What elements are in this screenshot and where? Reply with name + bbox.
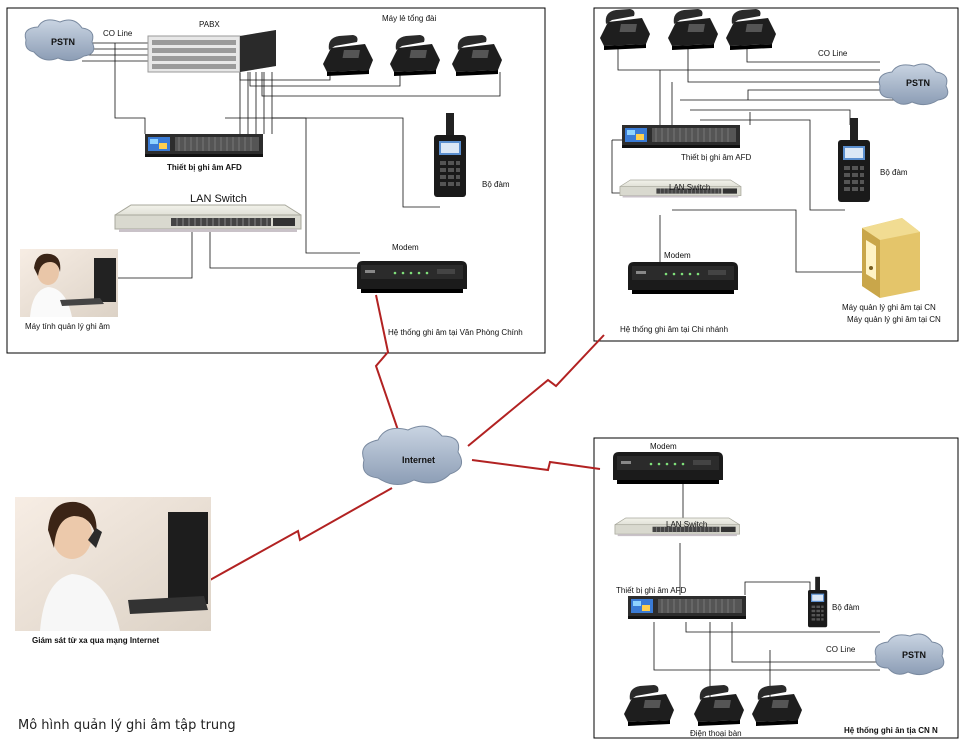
management-pc-label: Máy tính quản lý ghi âm bbox=[25, 322, 110, 331]
branch-n-lan-switch-label: LAN Switch bbox=[666, 520, 707, 529]
pabx-device: PABX bbox=[147, 20, 276, 73]
main-pstn-cloud: PSTN bbox=[24, 19, 95, 62]
main-recorder-label: Thiết bị ghi âm AFD bbox=[167, 163, 242, 172]
remote-monitoring-label: Giám sát từ xa qua mạng Internet bbox=[32, 636, 159, 645]
extension-phone-2 bbox=[390, 35, 440, 76]
branch-phone-3 bbox=[726, 9, 776, 50]
branch-n-phone-2 bbox=[694, 685, 744, 726]
branch-wiring bbox=[611, 48, 900, 273]
main-modem-label: Modem bbox=[392, 243, 419, 252]
diagram-caption: Mô hình quản lý ghi âm tập trung bbox=[18, 718, 236, 733]
branch-co-line-label: CO Line bbox=[818, 49, 848, 58]
main-lan-switch bbox=[114, 204, 302, 233]
branch-radio-device bbox=[838, 118, 870, 202]
main-office-frame bbox=[6, 7, 546, 354]
branch-n-group: Modem LAN Switch Thiết bị ghi âm AFD Bộ … bbox=[593, 437, 959, 739]
main-lan-switch-label: LAN Switch bbox=[190, 193, 247, 205]
main-radio-device bbox=[434, 113, 466, 197]
branch-pstn-cloud: PSTN bbox=[878, 63, 949, 106]
main-modem bbox=[357, 261, 467, 293]
branch-n-phone-3 bbox=[752, 685, 802, 726]
internet-cloud: Internet bbox=[362, 425, 463, 485]
main-office-group: PSTN CO Line PABX Máy lẻ tổng đài Thiết … bbox=[6, 7, 546, 354]
branch-n-phone-1 bbox=[624, 685, 674, 726]
management-pc-photo bbox=[20, 249, 118, 317]
main-co-line-label: CO Line bbox=[103, 29, 133, 38]
branch-n-frame bbox=[593, 437, 959, 739]
wan-links bbox=[209, 294, 605, 581]
branch-n-recorder-device bbox=[627, 595, 747, 620]
internet-label: Internet bbox=[402, 455, 435, 465]
extension-phone-3 bbox=[452, 35, 502, 76]
branch-lan-switch-label: LAN Switch bbox=[669, 183, 710, 192]
branch-n-radio-device bbox=[808, 576, 828, 628]
remote-monitoring-photo bbox=[15, 497, 211, 631]
branch-n-pstn-cloud: PSTN bbox=[874, 633, 945, 676]
branch-radio-label: Bộ đàm bbox=[880, 168, 908, 177]
branch-modem bbox=[628, 262, 738, 294]
desk-phone-label: Điện thoại bàn bbox=[690, 729, 742, 738]
branch-server-label-1: Máy quản lý ghi âm tại CN bbox=[842, 303, 936, 312]
pabx-label: PABX bbox=[199, 20, 220, 29]
wan-link-branch-n bbox=[471, 459, 601, 472]
main-recorder-device bbox=[144, 133, 264, 158]
branch-pstn-label: PSTN bbox=[906, 78, 930, 88]
branch-phone-1 bbox=[600, 9, 650, 50]
branch-group: CO Line PSTN Thiết bị ghi âm AFD Bộ đàm … bbox=[593, 7, 959, 342]
branch-n-pstn-label: PSTN bbox=[902, 650, 926, 660]
main-radio-label: Bộ đàm bbox=[482, 180, 510, 189]
branch-n-recorder-label: Thiết bị ghi âm AFD bbox=[616, 586, 686, 595]
main-office-title: Hệ thống ghi âm tại Văn Phòng Chính bbox=[388, 328, 523, 337]
branch-n-co-line-label: CO Line bbox=[826, 645, 856, 654]
branch-server-label-2: Máy quản lý ghi âm tại CN bbox=[847, 315, 941, 324]
branch-phone-2 bbox=[668, 9, 718, 50]
branch-recorder-device bbox=[621, 124, 741, 149]
branch-modem-label: Modem bbox=[664, 251, 691, 260]
branch-n-radio-label: Bộ đàm bbox=[832, 603, 860, 612]
branch-n-title: Hệ thống ghi ân tịa CN N bbox=[844, 726, 938, 735]
wan-link-branch bbox=[467, 334, 605, 447]
branch-n-modem-label: Modem bbox=[650, 442, 677, 451]
branch-n-wiring bbox=[653, 483, 880, 700]
branch-frame bbox=[593, 7, 959, 342]
branch-server bbox=[862, 218, 920, 298]
extension-phone-1 bbox=[323, 35, 373, 76]
branch-n-modem bbox=[613, 452, 723, 484]
extensions-label: Máy lẻ tổng đài bbox=[382, 14, 436, 23]
branch-recorder-label: Thiết bị ghi âm AFD bbox=[681, 153, 751, 162]
main-pstn-label: PSTN bbox=[51, 37, 75, 47]
wan-link-remote bbox=[209, 487, 393, 581]
branch-title: Hệ thống ghi âm tại Chi nhánh bbox=[620, 325, 728, 334]
wan-link-main bbox=[374, 294, 401, 437]
